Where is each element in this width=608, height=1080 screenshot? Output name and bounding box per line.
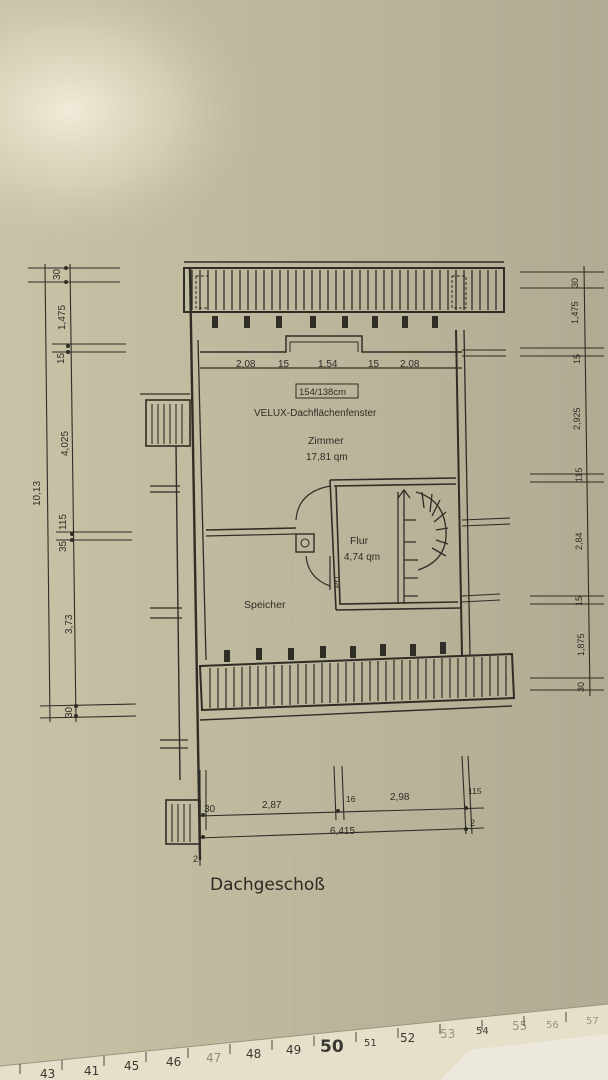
window-label: VELUX-Dachflächenfenster xyxy=(254,408,377,419)
dim-left xyxy=(28,263,137,723)
dim-left-2: 1,475 xyxy=(57,305,68,330)
door-swing-flur xyxy=(295,485,331,521)
door-swing-speicher xyxy=(305,555,331,587)
staircase xyxy=(397,488,449,604)
dim-right-9: 30 xyxy=(576,682,586,692)
ruler-52: 52 xyxy=(400,1031,415,1045)
dim-bottom-total: 6,415 xyxy=(330,826,355,837)
dim-left-total: 10,13 xyxy=(32,481,43,506)
ruler-48: 48 xyxy=(246,1047,261,1061)
dim-left-3: 15 xyxy=(56,352,67,364)
dim-bottom-1: 30 xyxy=(204,804,216,815)
window-dim-5: 2,08 xyxy=(400,359,420,370)
dim-right-7: 15 xyxy=(574,596,584,606)
dim-left-labels: 10,13 30 1,475 15 4,025 115 35 3,73 30 xyxy=(32,268,75,718)
building xyxy=(140,261,516,861)
window-recess xyxy=(200,335,462,353)
dim-left-6: 35 xyxy=(58,540,69,552)
ruler-41: 41 xyxy=(84,1064,99,1078)
dim-left-4: 4,025 xyxy=(60,431,71,456)
window-size: 154/138cm xyxy=(299,387,346,398)
dim-right-3: 15 xyxy=(572,354,582,364)
room-flur-name: Flur xyxy=(350,535,369,547)
door-prt-label: PrT xyxy=(333,575,342,588)
dim-right-1: 30 xyxy=(570,278,580,288)
flur-walls xyxy=(329,477,461,611)
ruler-45: 45 xyxy=(124,1059,139,1073)
annex-top xyxy=(145,399,191,447)
measuring-tape: 43 41 45 46 47 48 49 50 51 52 53 54 55 5… xyxy=(0,1003,608,1080)
window-dims: 2,08 15 1,54 15 2,08 xyxy=(236,359,420,370)
dim-right-4: 2,925 xyxy=(572,407,582,430)
right-extension-lines xyxy=(461,349,511,603)
window-dim-1: 2,08 xyxy=(236,359,256,370)
window-dim-2: 15 xyxy=(278,359,290,370)
room-zimmer-area: 17,81 qm xyxy=(306,452,348,463)
paper-fold xyxy=(291,559,295,1041)
rafters-top xyxy=(212,316,438,328)
dim-right-8: 1,875 xyxy=(576,633,586,656)
wall-left-outer xyxy=(188,267,202,861)
drawing-title: Dachgeschoß xyxy=(210,875,325,895)
room-speicher-name: Speicher xyxy=(244,599,286,611)
dim-bottom-labels: 30 2,87 16 2,98 115 6,415 2 2 xyxy=(193,786,482,864)
ruler-53: 53 xyxy=(440,1027,455,1041)
dim-left-ticks xyxy=(64,266,78,718)
room-flur-area: 4,74 qm xyxy=(344,552,380,563)
window-dim-3: 1,54 xyxy=(318,359,338,370)
room-zimmer-name: Zimmer xyxy=(308,435,344,447)
dim-left-5: 115 xyxy=(58,514,69,530)
chimney xyxy=(295,533,315,553)
wall-left-inner xyxy=(197,339,207,661)
ruler-47: 47 xyxy=(206,1051,221,1065)
ruler-57: 57 xyxy=(586,1016,599,1027)
ruler-50: 50 xyxy=(320,1037,344,1057)
dim-right-labels: 30 1,475 15 2,925 115 2,84 15 1,875 30 xyxy=(570,278,586,692)
dim-right-2: 1,475 xyxy=(570,301,580,324)
dim-bottom-5: 115 xyxy=(468,786,482,796)
rafters-bottom xyxy=(224,642,446,662)
ruler-49: 49 xyxy=(286,1043,301,1057)
dim-bottom-4: 2,98 xyxy=(390,792,410,803)
dim-bottom-end-left: 2 xyxy=(193,854,198,864)
roof-bottom-hatch xyxy=(209,656,507,708)
dim-right-5: 115 xyxy=(574,468,584,482)
dim-bottom-ticks xyxy=(201,806,468,839)
ruler-43: 43 xyxy=(40,1067,55,1080)
dim-right-6: 2,84 xyxy=(574,532,584,550)
dim-bottom-end-right: 2 xyxy=(470,818,475,828)
dim-bottom-2: 2,87 xyxy=(262,800,282,811)
roof-bottom xyxy=(198,652,516,712)
ruler-56: 56 xyxy=(546,1020,559,1031)
window-dim-4: 15 xyxy=(368,359,380,370)
dim-left-7: 3,73 xyxy=(64,614,75,634)
roof-top xyxy=(183,267,505,313)
dim-bottom xyxy=(197,755,485,866)
dim-left-8: 30 xyxy=(64,706,75,718)
dim-right xyxy=(520,265,604,697)
ruler-54: 54 xyxy=(476,1026,489,1037)
dim-bottom-3: 16 xyxy=(346,794,356,804)
wall-right xyxy=(455,329,463,657)
light-glare xyxy=(0,0,260,250)
ruler-46: 46 xyxy=(166,1055,181,1069)
partition-wall xyxy=(205,527,297,531)
ruler-55: 55 xyxy=(512,1019,527,1033)
dim-left-1: 30 xyxy=(52,268,63,280)
ruler-51: 51 xyxy=(364,1038,377,1049)
